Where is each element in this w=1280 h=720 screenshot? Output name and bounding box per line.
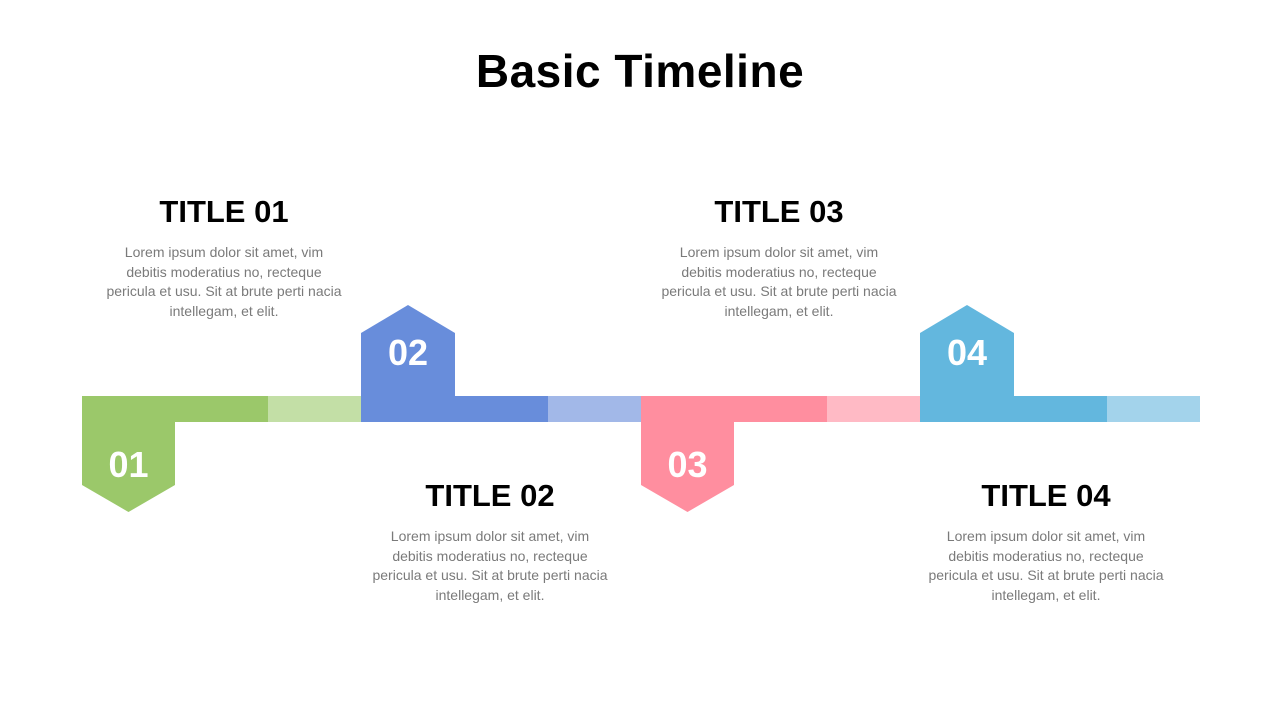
step-marker-03: 03 [641,396,734,512]
timeline-segment-03-light [827,396,920,422]
step-number: 02 [387,332,429,373]
pentagon-down-icon [641,396,734,512]
pentagon-up-icon [920,305,1014,422]
step-title: TITLE 01 [159,194,289,229]
step-marker-01: 01 [82,396,175,512]
step-description: Lorem ipsum dolor sit amet, vim debitis … [928,528,1164,603]
step-title: TITLE 04 [981,478,1111,513]
step-description: Lorem ipsum dolor sit amet, vim debitis … [106,244,342,319]
page-title: Basic Timeline [475,45,805,97]
step-description: Lorem ipsum dolor sit amet, vim debitis … [661,244,897,319]
pentagon-up-icon [361,305,455,422]
step-block-02: TITLE 02 Lorem ipsum dolor sit amet, vim… [370,478,610,605]
step-marker-02: 02 [361,305,455,422]
step-block-01: TITLE 01 Lorem ipsum dolor sit amet, vim… [104,194,344,321]
step-title: TITLE 03 [714,194,844,229]
step-title: TITLE 02 [425,478,555,513]
step-number: 03 [667,444,708,485]
step-block-03: TITLE 03 Lorem ipsum dolor sit amet, vim… [659,194,899,321]
step-marker-04: 04 [920,305,1014,422]
step-number: 01 [108,444,149,485]
step-description: Lorem ipsum dolor sit amet, vim debitis … [372,528,608,603]
pentagon-down-icon [82,396,175,512]
timeline-segment-01-light [268,396,361,422]
step-block-04: TITLE 04 Lorem ipsum dolor sit amet, vim… [926,478,1166,605]
timeline-segment-02-light [548,396,641,422]
step-number: 04 [946,332,988,373]
timeline-segment-04-light [1107,396,1200,422]
